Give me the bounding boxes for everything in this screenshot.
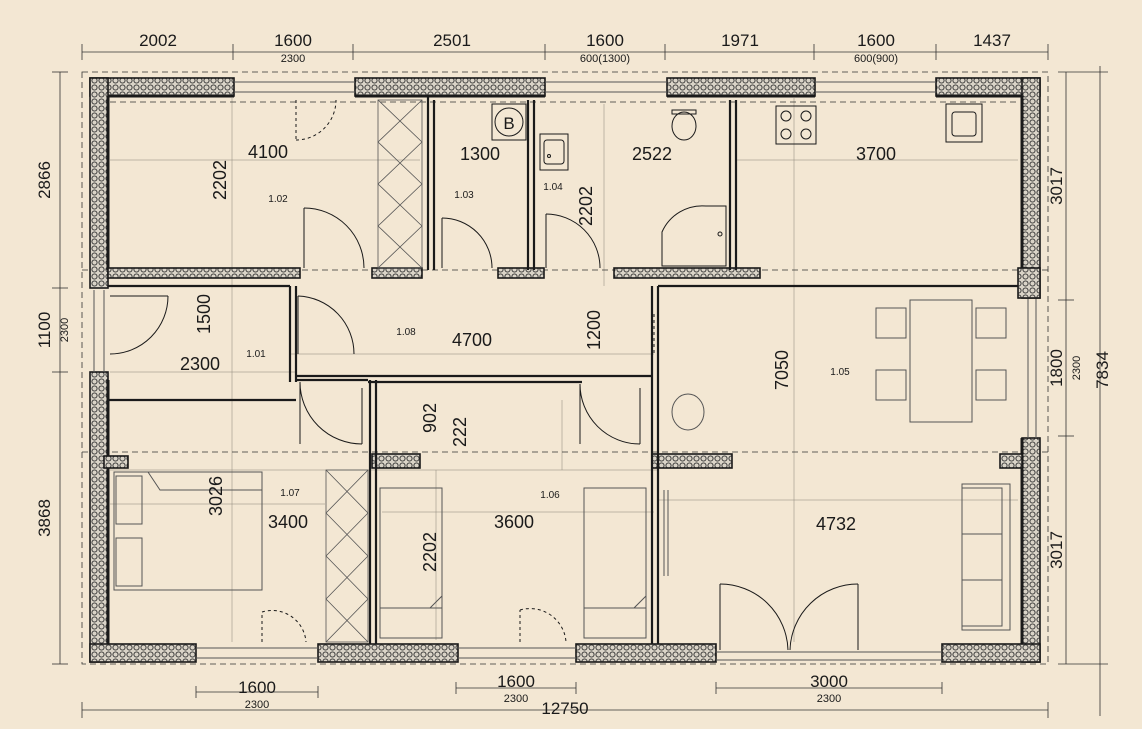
bottom-dim-3-sub: 2300 xyxy=(817,693,841,705)
left-dim-bottom: 3868 xyxy=(35,499,54,537)
dining-table xyxy=(909,299,973,423)
room-1-02-width: 4100 xyxy=(248,142,288,162)
room-1-03-width: 1300 xyxy=(460,144,500,164)
shower-icon xyxy=(661,205,727,267)
hall-width: 4700 xyxy=(452,330,492,350)
room-labels: 4100 2202 1.02 1300 1.03 2522 2202 1.04 … xyxy=(180,142,896,572)
windows xyxy=(93,81,1037,661)
right-dim-bottom: 3017 xyxy=(1047,531,1066,569)
boiler-label: B xyxy=(503,114,514,133)
right-dim-mid-sub: 2300 xyxy=(1071,356,1083,380)
hall-height: 1200 xyxy=(584,310,604,350)
single-bed-right xyxy=(583,487,647,639)
dining-set xyxy=(875,299,1007,423)
right-dimension-chain xyxy=(1058,66,1108,716)
room-1-07-width: 3400 xyxy=(268,512,308,532)
room-1-01-height: 1500 xyxy=(194,294,214,334)
exterior-inner-lines xyxy=(106,94,1024,644)
top-dim-7: 1437 xyxy=(973,31,1011,50)
left-dim-mid-sub: 2300 xyxy=(59,318,71,342)
kitchen-fixtures xyxy=(775,103,983,145)
room-1-06-id: 1.06 xyxy=(540,490,560,501)
left-dim-top: 2866 xyxy=(35,161,54,199)
wardrobe-top xyxy=(377,99,423,269)
double-bed xyxy=(113,471,263,591)
kitchen-sink-icon xyxy=(945,103,983,143)
bottom-dim-3: 3000 xyxy=(810,672,848,691)
room-1-04-width: 2522 xyxy=(632,144,672,164)
room-1-07-height: 3026 xyxy=(206,476,226,516)
bottom-dim-1-sub: 2300 xyxy=(245,699,269,711)
top-dim-4-sub: 600(1300) xyxy=(580,53,630,65)
bottom-dim-2: 1600 xyxy=(497,672,535,691)
exterior-walls xyxy=(89,77,1041,663)
right-dim-total: 7834 xyxy=(1093,351,1112,389)
top-dim-2-sub: 2300 xyxy=(281,53,305,65)
corridor-dim-a: 902 xyxy=(420,403,440,433)
bottom-dim-2-sub: 2300 xyxy=(504,693,528,705)
room-1-08-id: 1.08 xyxy=(396,327,416,338)
top-dim-5: 1971 xyxy=(721,31,759,50)
top-dimension-labels: 2002 1600 2300 2501 1600 600(1300) 1971 … xyxy=(139,31,1011,65)
room-1-04-id: 1.04 xyxy=(543,182,563,193)
bottom-dimension-chain xyxy=(81,682,1049,718)
room-1-03-id: 1.03 xyxy=(454,190,474,201)
doors xyxy=(109,99,859,651)
room-1-02-id: 1.02 xyxy=(268,194,288,205)
room-1-01-width: 2300 xyxy=(180,354,220,374)
partition-lines xyxy=(108,96,1018,644)
stove-icon xyxy=(775,105,817,145)
bathroom-fixtures xyxy=(491,103,727,267)
interior-walls xyxy=(103,267,1041,469)
outer-dashed-outline xyxy=(81,71,1049,665)
room-1-02-height: 2202 xyxy=(210,160,230,200)
room-1-04-height: 2202 xyxy=(576,186,596,226)
total-width: 12750 xyxy=(541,699,588,718)
top-dim-6: 1600 xyxy=(857,31,895,50)
sink-icon xyxy=(539,133,569,171)
right-dim-top: 3017 xyxy=(1047,167,1066,205)
bottom-dim-1: 1600 xyxy=(238,678,276,697)
plant-icon xyxy=(671,393,705,431)
top-dim-3: 2501 xyxy=(433,31,471,50)
left-dimension-chain xyxy=(52,71,68,665)
single-bed-left xyxy=(379,487,443,639)
corridor-dim-b: 222 xyxy=(450,417,470,447)
room-1-01-id: 1.01 xyxy=(246,349,266,360)
top-dim-1: 2002 xyxy=(139,31,177,50)
room-1-06-width: 3600 xyxy=(494,512,534,532)
top-dim-4: 1600 xyxy=(586,31,624,50)
boiler-icon xyxy=(491,103,527,141)
top-dimension-chain xyxy=(81,44,1049,60)
sofa xyxy=(961,483,1011,631)
room-1-06-height: 2202 xyxy=(420,532,440,572)
room-1-05-id: 1.05 xyxy=(830,367,850,378)
top-dim-6-sub: 600(900) xyxy=(854,53,898,65)
room-1-07-id: 1.07 xyxy=(280,488,300,499)
reference-lines xyxy=(110,98,1018,642)
living-width: 4732 xyxy=(816,514,856,534)
top-dim-2: 1600 xyxy=(274,31,312,50)
toilet-icon xyxy=(671,111,697,141)
wardrobe-bottom xyxy=(325,469,369,643)
kitchen-width: 3700 xyxy=(856,144,896,164)
left-dim-mid: 1100 xyxy=(35,312,54,349)
room-1-05-height: 7050 xyxy=(772,350,792,390)
right-dim-mid: 1800 xyxy=(1047,349,1066,387)
